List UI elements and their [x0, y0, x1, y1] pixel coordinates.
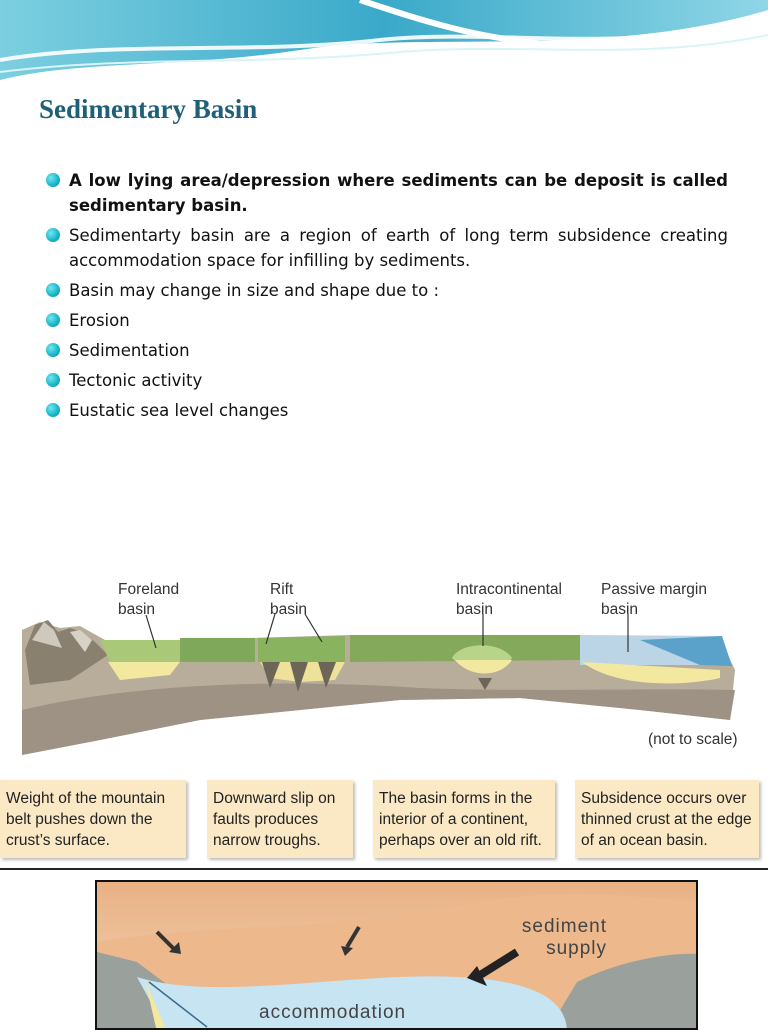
caption-foreland: Weight of the mountain belt pushes down … [0, 780, 186, 858]
bullet-item: Sedimentarty basin are a region of earth… [46, 223, 728, 273]
bullet-item: Basin may change in size and shape due t… [46, 278, 728, 303]
caption-passive-margin: Subsidence occurs over thinned crust at … [575, 780, 759, 858]
bullet-list: A low lying area/depression where sedime… [46, 168, 728, 428]
bullet-dot-icon [46, 228, 60, 242]
caption-rift: Downward slip on faults produces narrow … [207, 780, 353, 858]
bullet-dot-icon [46, 313, 60, 327]
bullet-dot-icon [46, 403, 60, 417]
label-foreland-basin: Foreland basin [118, 581, 180, 618]
basin-types-diagram [22, 613, 735, 755]
bullet-item: Erosion [46, 308, 728, 333]
bullet-item: A low lying area/depression where sedime… [46, 168, 728, 218]
bullet-item: Sedimentation [46, 338, 728, 363]
accommodation-diagram: sediment supply accommodation [95, 880, 698, 1030]
bullet-dot-icon [46, 283, 60, 297]
bullet-item: Eustatic sea level changes [46, 398, 728, 423]
bullet-dot-icon [46, 173, 60, 187]
label-accommodation: accommodation [259, 1002, 407, 1023]
header-wave-decoration [0, 0, 768, 80]
accommodation-illustration [97, 882, 696, 1028]
section-divider [0, 868, 768, 870]
bullet-item: Tectonic activity [46, 368, 728, 393]
slide-title: Sedimentary Basin [39, 94, 258, 124]
label-sediment-supply: sediment supply [521, 916, 607, 959]
label-rift-basin: Rift basin [270, 581, 308, 618]
bullet-dot-icon [46, 373, 60, 387]
caption-intracontinental: The basin forms in the interior of a con… [373, 780, 555, 858]
label-passive-margin-basin: Passive margin basin [601, 581, 707, 618]
label-intracontinental-basin: Intracontinental basin [456, 581, 562, 618]
label-not-to-scale: (not to scale) [648, 731, 738, 748]
bullet-dot-icon [46, 343, 60, 357]
